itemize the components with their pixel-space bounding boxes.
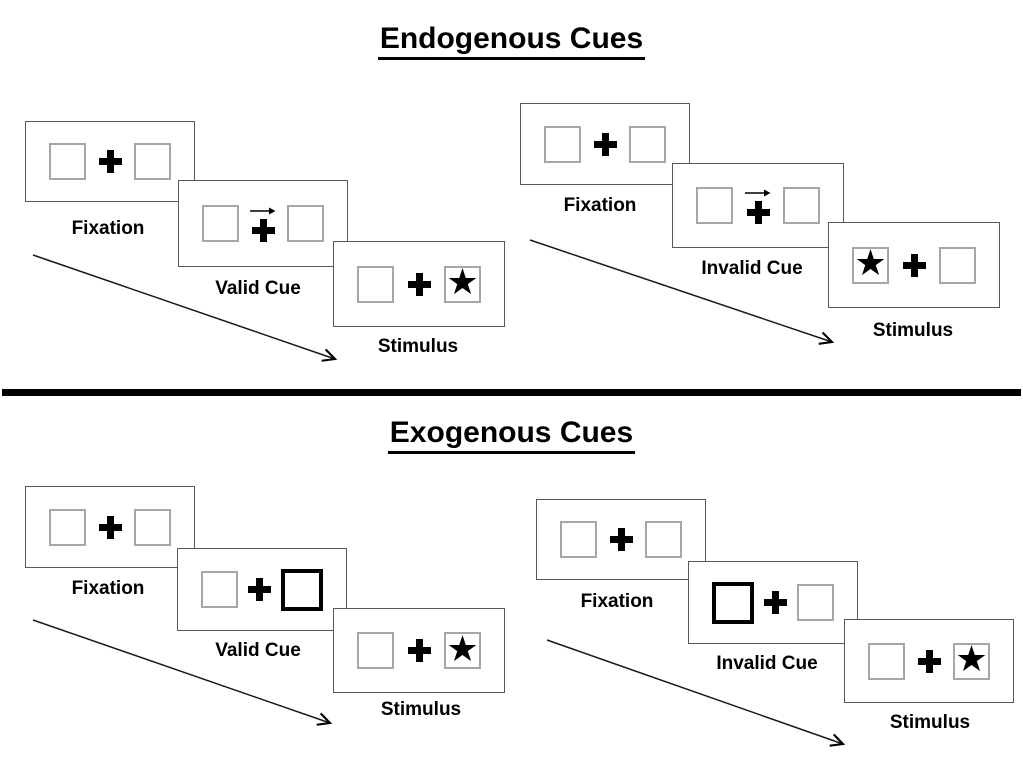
target-square: ★ bbox=[852, 243, 889, 284]
right-placeholder-square bbox=[797, 584, 834, 621]
invalid-cue-panel bbox=[688, 561, 858, 644]
left-placeholder-square bbox=[868, 642, 905, 680]
panel-label: Valid Cue bbox=[215, 640, 301, 661]
section-title-text: Exogenous Cues bbox=[387, 416, 636, 454]
timeline-arrow-exogenous-valid bbox=[32, 619, 333, 726]
valid-cue-panel bbox=[178, 180, 348, 267]
panel-label: Stimulus bbox=[380, 699, 462, 720]
fixation-panel bbox=[25, 486, 195, 568]
right-placeholder-square bbox=[629, 125, 666, 163]
plus-icon bbox=[248, 578, 271, 601]
panel-label: Fixation bbox=[580, 591, 654, 612]
fixation-cross bbox=[98, 150, 122, 173]
fixation-cross bbox=[407, 272, 431, 296]
panel-label: Valid Cue bbox=[215, 278, 301, 299]
timeline-arrow-endogenous-invalid bbox=[529, 239, 835, 345]
target-square: ★ bbox=[953, 639, 990, 680]
plus-icon bbox=[746, 200, 770, 224]
plus-icon bbox=[251, 218, 275, 242]
highlighted-cue-square bbox=[712, 581, 754, 624]
fixation-cross bbox=[407, 639, 431, 662]
star-icon: ★ bbox=[955, 639, 988, 680]
panel-label: Fixation bbox=[71, 218, 145, 239]
left-placeholder-square bbox=[560, 521, 597, 558]
stimulus-panel: ★ bbox=[333, 608, 505, 693]
stimulus-panel: ★ bbox=[844, 619, 1014, 703]
panel-label: Stimulus bbox=[377, 336, 459, 357]
star-icon: ★ bbox=[446, 628, 479, 670]
fixation-cross bbox=[593, 132, 617, 156]
fixation-cross bbox=[902, 253, 926, 277]
stimulus-panel: ★ bbox=[333, 241, 505, 327]
plus-icon bbox=[407, 272, 431, 296]
panel-label: Stimulus bbox=[872, 320, 954, 341]
plus-icon bbox=[593, 132, 617, 156]
panel-label: Fixation bbox=[71, 578, 145, 599]
left-placeholder-square bbox=[49, 143, 86, 180]
right-placeholder-square bbox=[783, 187, 820, 224]
panel-label: Stimulus bbox=[889, 712, 971, 733]
right-placeholder-square bbox=[134, 508, 171, 546]
left-placeholder-square bbox=[357, 632, 394, 669]
valid-cue-panel bbox=[177, 548, 347, 631]
timeline-arrow-endogenous-valid bbox=[32, 254, 338, 362]
plus-icon bbox=[98, 515, 122, 539]
fixation-panel bbox=[25, 121, 195, 202]
panel-label: Invalid Cue bbox=[716, 653, 818, 674]
right-placeholder-square bbox=[134, 143, 171, 180]
central-cue bbox=[745, 188, 771, 224]
left-placeholder-square bbox=[202, 205, 239, 242]
left-placeholder-square bbox=[201, 571, 238, 608]
star-icon: ★ bbox=[854, 243, 887, 284]
highlighted-cue-square bbox=[281, 568, 323, 611]
plus-icon bbox=[98, 150, 122, 173]
stimulus-panel: ★ bbox=[828, 222, 1000, 308]
panel-label: Fixation bbox=[563, 195, 637, 216]
fixation-cross bbox=[98, 515, 122, 539]
plus-icon bbox=[407, 639, 431, 662]
right-placeholder-square bbox=[645, 521, 682, 558]
exogenous-section-title: Exogenous Cues bbox=[0, 416, 1023, 454]
fixation-cross bbox=[248, 578, 271, 601]
target-square: ★ bbox=[444, 262, 481, 303]
fixation-panel bbox=[520, 103, 690, 185]
right-placeholder-square bbox=[287, 205, 324, 242]
fixation-panel bbox=[536, 499, 706, 580]
fixation-cross bbox=[609, 528, 633, 551]
right-arrow-icon bbox=[250, 207, 276, 214]
left-placeholder-square bbox=[49, 508, 86, 546]
left-placeholder-square bbox=[357, 265, 394, 303]
right-placeholder-square bbox=[939, 246, 976, 284]
section-divider bbox=[2, 389, 1021, 396]
plus-icon bbox=[609, 528, 633, 551]
invalid-cue-panel bbox=[672, 163, 844, 248]
endogenous-section-title: Endogenous Cues bbox=[0, 22, 1023, 60]
star-icon: ★ bbox=[446, 262, 479, 303]
left-placeholder-square bbox=[696, 187, 733, 224]
left-placeholder-square bbox=[544, 125, 581, 163]
panel-label: Invalid Cue bbox=[701, 258, 803, 279]
target-square: ★ bbox=[444, 628, 481, 670]
section-title-text: Endogenous Cues bbox=[377, 22, 646, 60]
fixation-cross bbox=[917, 649, 941, 673]
central-cue bbox=[250, 206, 276, 242]
plus-icon bbox=[917, 649, 941, 673]
plus-icon bbox=[764, 591, 787, 614]
fixation-cross bbox=[764, 591, 787, 614]
plus-icon bbox=[902, 253, 926, 277]
right-arrow-icon bbox=[745, 189, 771, 196]
